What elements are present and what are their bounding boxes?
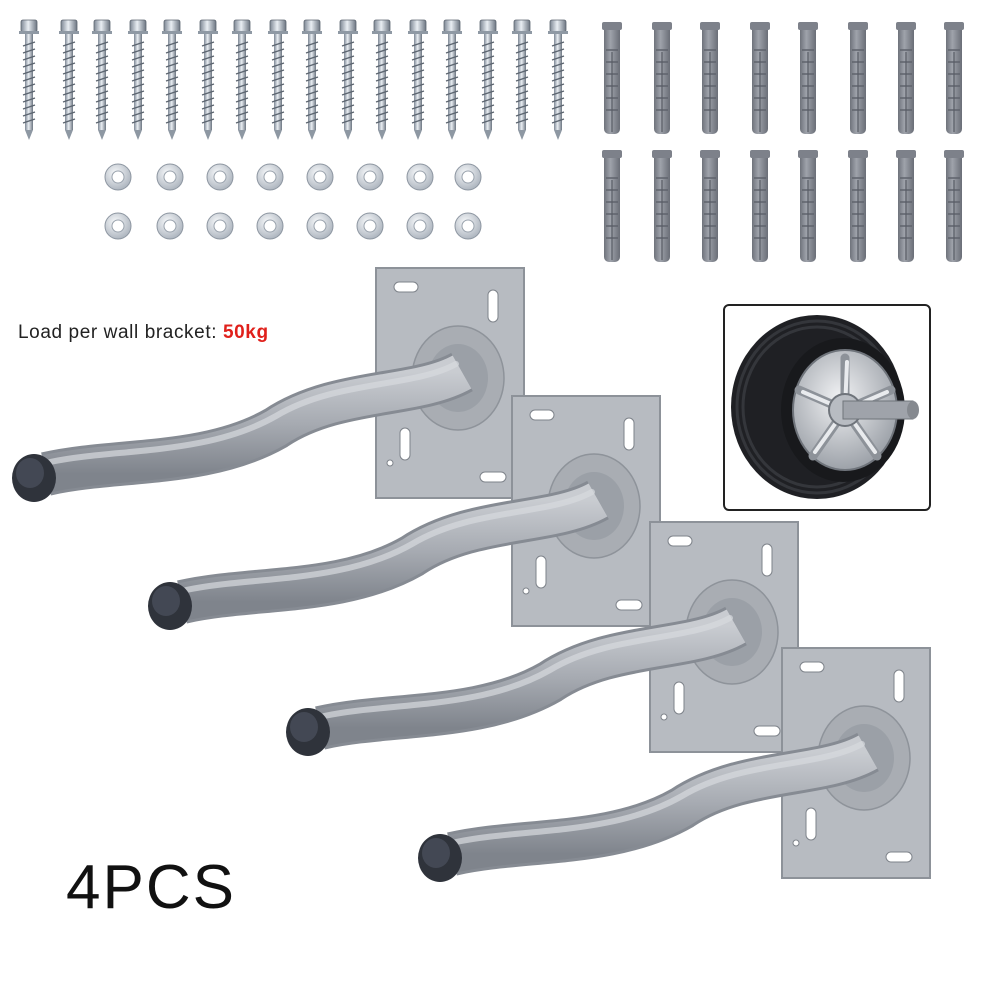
wall-plug-icon (699, 21, 721, 135)
screw-set (18, 19, 569, 141)
wall-plug-icon (797, 149, 819, 263)
screw-icon (91, 19, 113, 141)
wall-bracket-icon (12, 268, 524, 502)
washer-icon (256, 212, 284, 240)
screw-icon (231, 19, 253, 141)
wall-plug-icon (943, 149, 965, 263)
screw-icon (407, 19, 429, 141)
washer-icon (454, 163, 482, 191)
screw-icon (267, 19, 289, 141)
wall-plug-icon (895, 21, 917, 135)
washer-icon (256, 163, 284, 191)
wall-plug-icon (797, 21, 819, 135)
screw-icon (371, 19, 393, 141)
washer-icon (356, 163, 384, 191)
screw-icon (441, 19, 463, 141)
washer-icon (406, 212, 434, 240)
washer-set (104, 163, 482, 240)
screw-icon (161, 19, 183, 141)
wall-plug-icon (601, 149, 623, 263)
tire-inset (723, 304, 931, 511)
wall-plug-set (601, 21, 965, 263)
washer-icon (206, 163, 234, 191)
washer-icon (104, 212, 132, 240)
quantity-label: 4PCS (66, 853, 236, 922)
wall-plug-icon (699, 149, 721, 263)
washer-icon (306, 163, 334, 191)
load-info-value: 50kg (222, 322, 269, 343)
washer-icon (406, 163, 434, 191)
screw-icon (197, 19, 219, 141)
load-info: Load per wall bracket: 50kg (18, 322, 269, 344)
wall-plug-icon (847, 149, 869, 263)
wall-plug-icon (943, 21, 965, 135)
washer-icon (206, 212, 234, 240)
wall-plug-icon (651, 21, 673, 135)
wall-plug-icon (749, 149, 771, 263)
tire-wheel-icon (731, 315, 919, 499)
wall-plug-icon (749, 21, 771, 135)
washer-icon (156, 212, 184, 240)
washer-icon (104, 163, 132, 191)
screw-icon (337, 19, 359, 141)
washer-icon (356, 212, 384, 240)
screw-icon (301, 19, 323, 141)
screw-icon (547, 19, 569, 141)
wall-plug-icon (651, 149, 673, 263)
washer-icon (156, 163, 184, 191)
screw-icon (18, 19, 40, 141)
wall-plug-icon (601, 21, 623, 135)
wall-plug-icon (895, 149, 917, 263)
washer-icon (306, 212, 334, 240)
washer-icon (454, 212, 482, 240)
wall-plug-icon (847, 21, 869, 135)
load-info-label: Load per wall bracket: (18, 322, 223, 343)
screw-icon (511, 19, 533, 141)
screw-icon (127, 19, 149, 141)
screw-icon (477, 19, 499, 141)
screw-icon (58, 19, 80, 141)
